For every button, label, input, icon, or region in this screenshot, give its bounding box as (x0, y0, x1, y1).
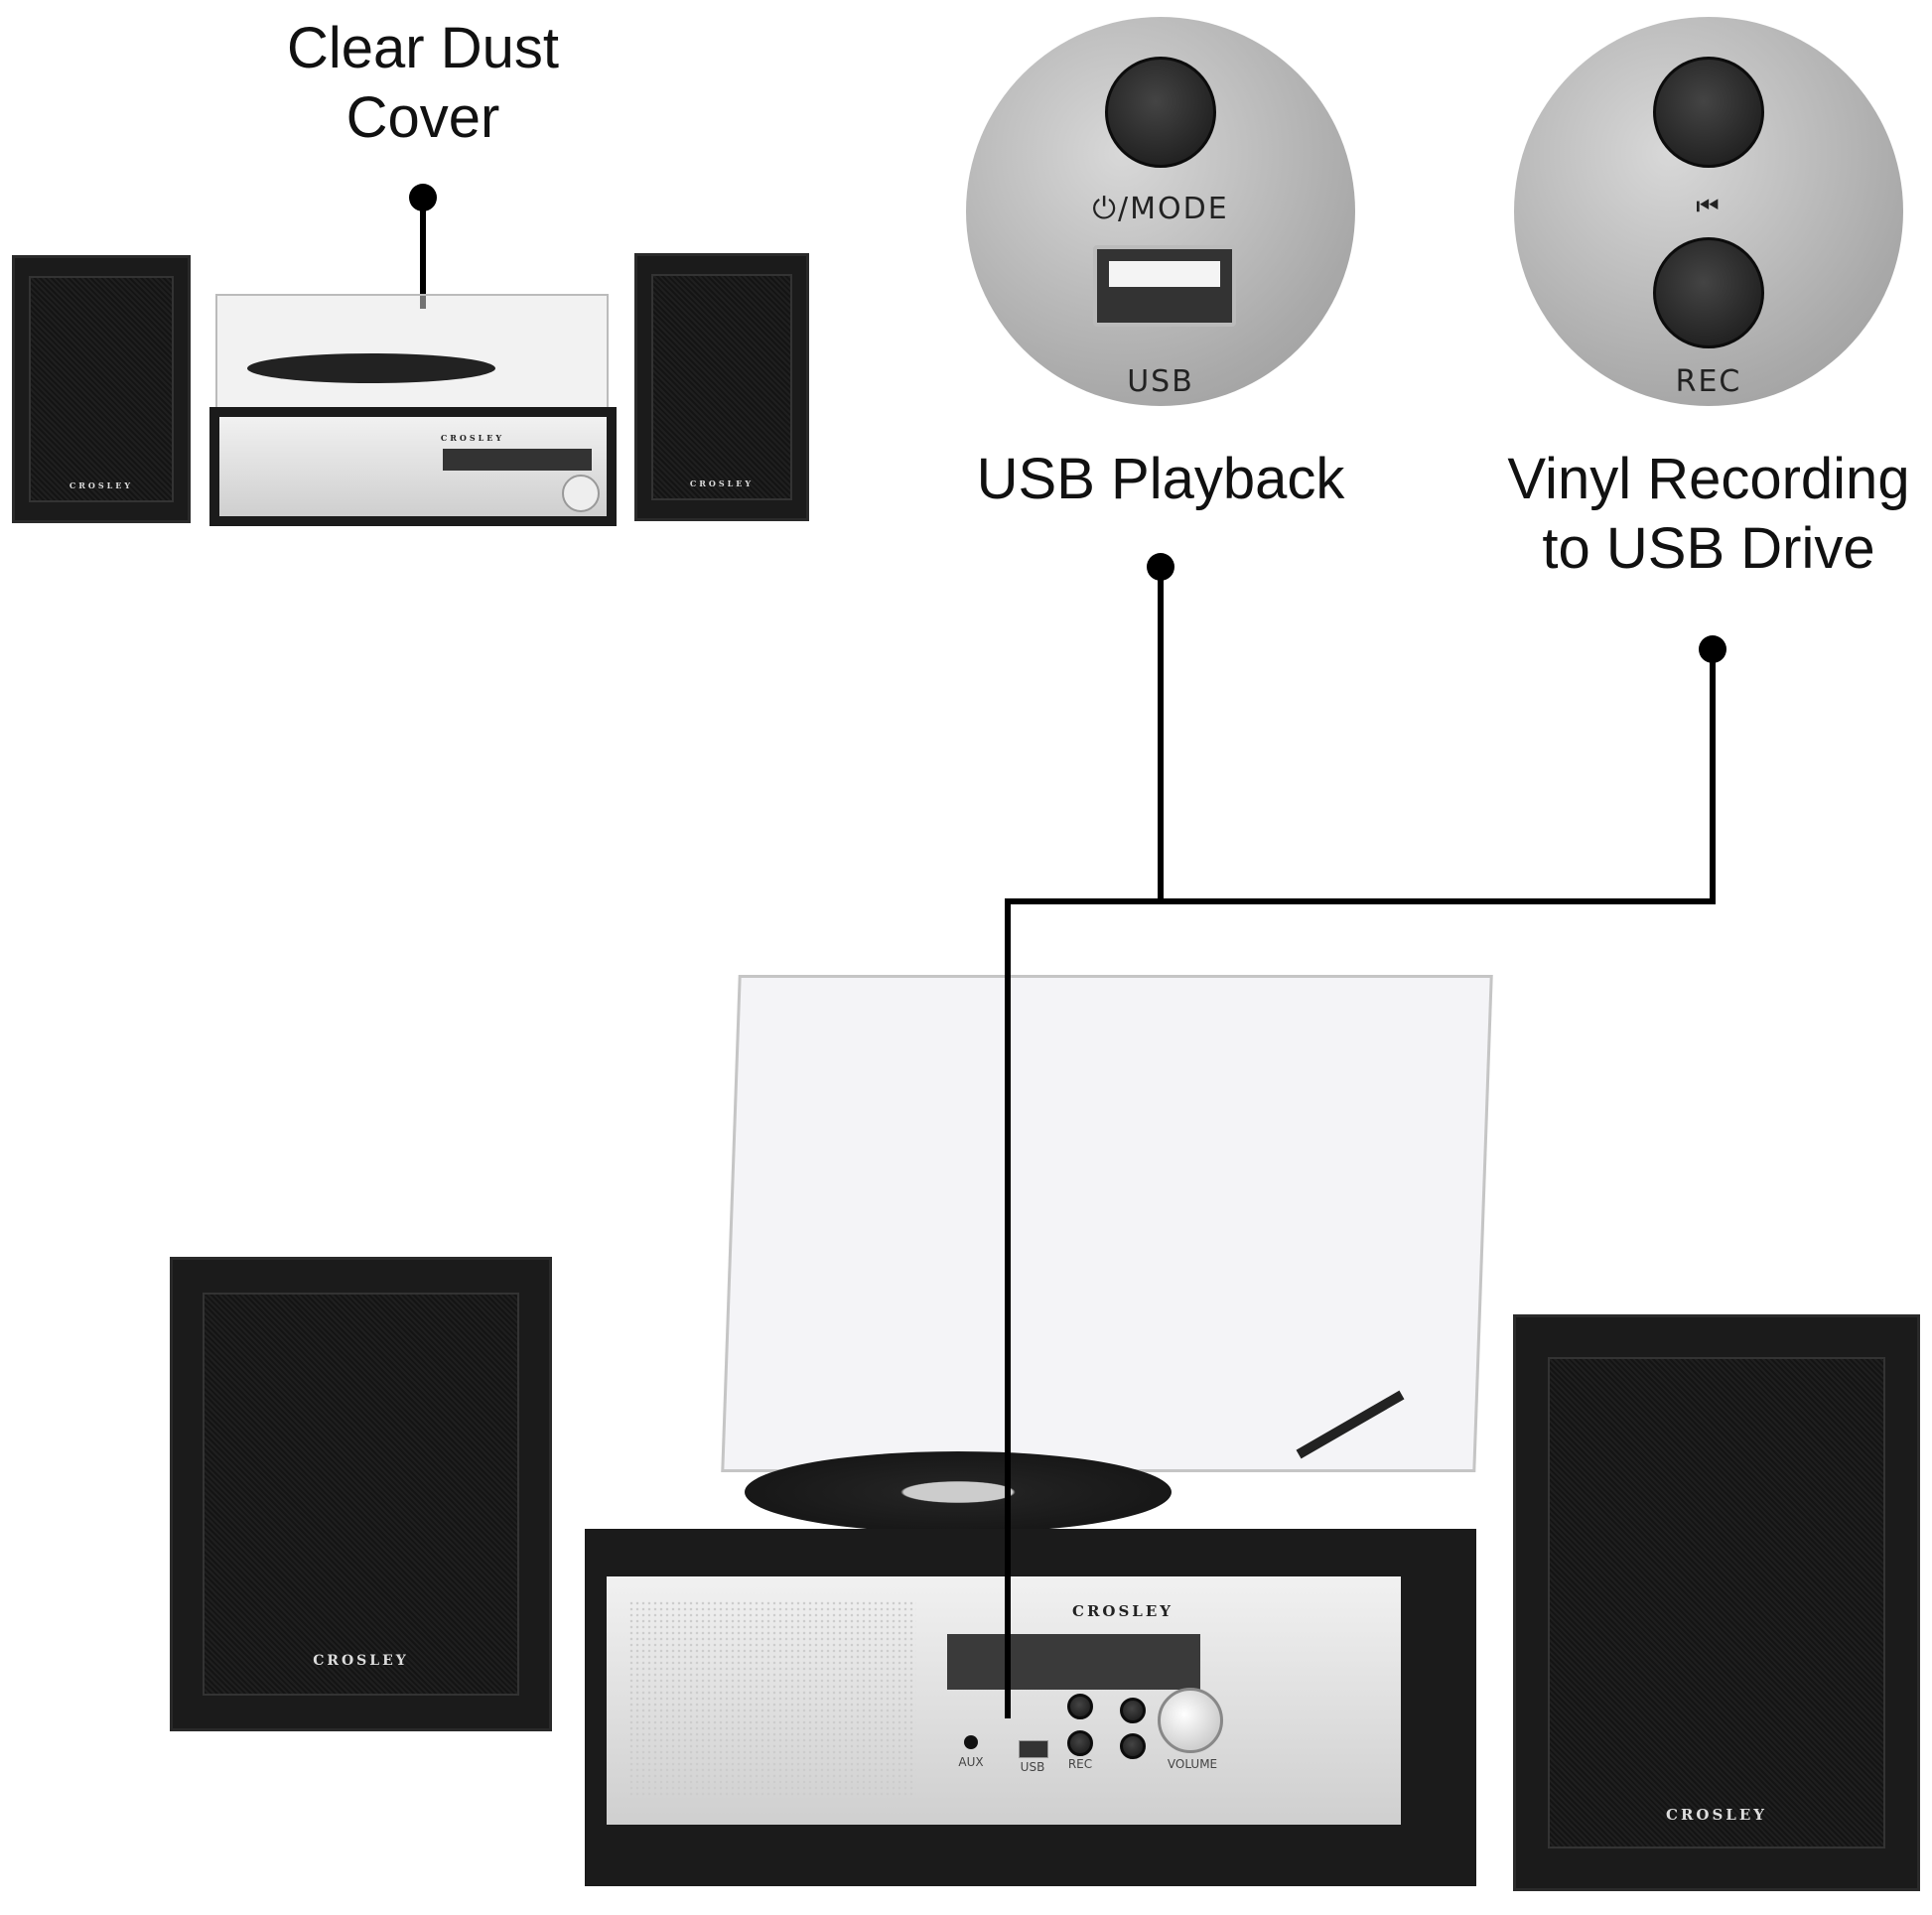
dust-cover-label: Clear Dust Cover (287, 14, 559, 152)
large-left-speaker: CROSLEY (170, 1257, 552, 1731)
small-right-speaker: CROSLEY (634, 253, 809, 521)
turntable-base: CROSLEY AUX USB REC VOLUME (585, 1529, 1476, 1886)
brand-logo: CROSLEY (69, 480, 134, 490)
volume-knob (1158, 1688, 1223, 1753)
usb-label: USB (1127, 364, 1194, 399)
usb-port-icon (1093, 245, 1236, 327)
vinyl-recording-label: Vinyl Recording to USB Drive (1507, 445, 1909, 583)
front-panel: CROSLEY AUX USB REC VOLUME (607, 1576, 1401, 1825)
callout-line-horizontal (1005, 898, 1716, 904)
dust-cover-line2: Cover (345, 84, 500, 150)
play-pause-button (1120, 1733, 1146, 1759)
speaker-grille (628, 1600, 916, 1799)
prev-button-small (1067, 1694, 1093, 1719)
prev-icon: ⏮ (1696, 192, 1722, 221)
small-left-speaker: CROSLEY (12, 255, 191, 523)
prev-button (1653, 57, 1764, 168)
display (947, 1634, 1200, 1690)
brand-logo: CROSLEY (1072, 1602, 1173, 1620)
callout-line-rec (1710, 649, 1716, 904)
usb-port (1019, 1740, 1048, 1758)
brand-logo: CROSLEY (689, 479, 755, 488)
rec-button-small (1067, 1730, 1093, 1756)
vinyl-recording-line2: to USB Drive (1542, 515, 1875, 581)
usb-playback-label: USB Playback (976, 447, 1345, 511)
closeup-prev-rec: ⏮ REC (1514, 17, 1903, 406)
small-turntable-base: CROSLEY (209, 407, 617, 526)
brand-logo: CROSLEY (440, 433, 505, 443)
callout-line-to-usb-port (1005, 898, 1011, 1718)
small-dust-cover (215, 294, 609, 417)
rec-label: REC (1675, 364, 1742, 399)
mode-label: ⏻/MODE (1092, 192, 1229, 226)
next-button (1120, 1698, 1146, 1723)
volume-label: VOLUME (1167, 1757, 1218, 1771)
callout-line-usb (1158, 567, 1164, 904)
brand-logo: CROSLEY (1666, 1806, 1767, 1824)
callout-line-dust-cover (420, 198, 426, 309)
usb-port-label: USB (1020, 1760, 1045, 1774)
dust-cover-line1: Clear Dust (287, 16, 559, 80)
closeup-mode-usb: ⏻/MODE USB (966, 17, 1355, 406)
vinyl-platter (745, 1451, 1172, 1533)
mode-button (1105, 57, 1216, 168)
large-dust-cover (721, 975, 1493, 1472)
aux-jack (964, 1735, 978, 1749)
rec-button (1653, 237, 1764, 348)
rec-label-small: REC (1067, 1757, 1093, 1771)
large-right-speaker: CROSLEY (1513, 1314, 1920, 1891)
brand-logo: CROSLEY (313, 1653, 409, 1669)
vinyl-recording-line1: Vinyl Recording (1507, 447, 1910, 511)
aux-label: AUX (958, 1755, 984, 1769)
